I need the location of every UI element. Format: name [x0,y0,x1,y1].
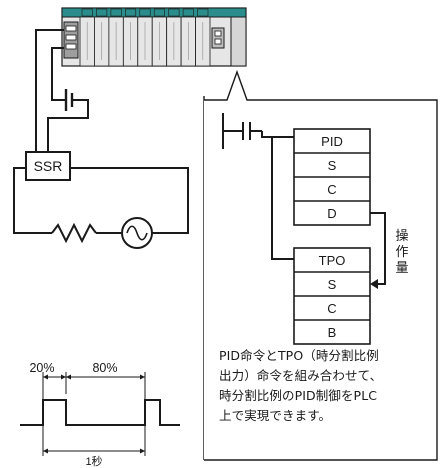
arrow-label-2: 作 [395,244,408,259]
tpo-operand-b: B [328,325,337,340]
period-dim-arrow-left [43,448,48,454]
duty-dim-arrow-left [43,374,48,380]
plc-ssr-wiring [35,29,89,152]
dc-source-icon [60,89,78,111]
tpo-block: TPO S C B [293,247,371,345]
period-dim-arrow-right [140,448,145,454]
description-line: 上で実現できます。 [219,408,332,423]
plc-module-cap [125,8,137,17]
timing-diagram: 20% 80% 1秒 [20,361,180,468]
plc-module-cap [81,8,93,17]
duty-dim-arrow-mid-r [66,374,71,380]
plc-module-cap [110,8,122,17]
description-line: 時分割比例のPID制御をPLC [219,388,378,403]
plc-module-group [79,8,211,67]
plc-end-cover [230,16,247,67]
off-percent-label: 80% [92,361,117,375]
on-percent-label: 20% [29,361,54,375]
ladder-contact-icon [222,113,294,260]
wire-source-return [70,167,189,234]
wire-plc-to-dc-source [51,47,64,101]
pid-instruction-label: PID [321,134,343,149]
resistor-icon [51,222,97,244]
plc-module-cap [168,8,180,17]
wire-dc-source-to-ssr [47,99,89,152]
arrow-label-3: 量 [395,260,408,275]
wire-ssr-left [13,167,52,234]
duty-dim-arrow-right [140,374,145,380]
ssr-label: SSR [34,158,63,174]
pid-operand-d: D [327,206,336,221]
manipulated-variable-arrow: 操 作 量 [370,212,409,289]
plc-module-cap [182,8,194,17]
ssr-box: SSR [25,151,71,181]
tpo-operand-s: S [328,277,337,292]
pulse-waveform [20,399,180,426]
arrow-head-icon [370,279,378,289]
description-text: PID命令とTPO（時分割比例 出力）命令を組み合わせて、 時分割比例のPID制… [219,346,437,426]
pid-operand-s: S [328,158,337,173]
description-line: PID命令とTPO（時分割比例 [219,348,379,363]
pid-operand-c: C [327,182,336,197]
pid-block: PID S C D [293,128,371,226]
duty-dim-arrow-mid-l [61,374,66,380]
period-label: 1秒 [85,454,102,468]
load-circuit [13,167,189,249]
description-line: 出力）命令を組み合わせて、 [219,368,383,383]
tpo-operand-c: C [327,301,336,316]
plc-module-cap [153,8,165,17]
arrow-label-1: 操 [395,228,408,243]
wire-plc-to-ssr [35,29,64,152]
plc-terminal-block [63,21,79,59]
plc-module-cap [139,8,151,17]
plc-rack [61,7,247,67]
ac-wave-icon [126,225,148,241]
tpo-instruction-label: TPO [319,253,346,268]
plc-module-cap [96,8,108,17]
plc-module-cap [197,8,209,17]
plc-port-icon [211,27,225,49]
